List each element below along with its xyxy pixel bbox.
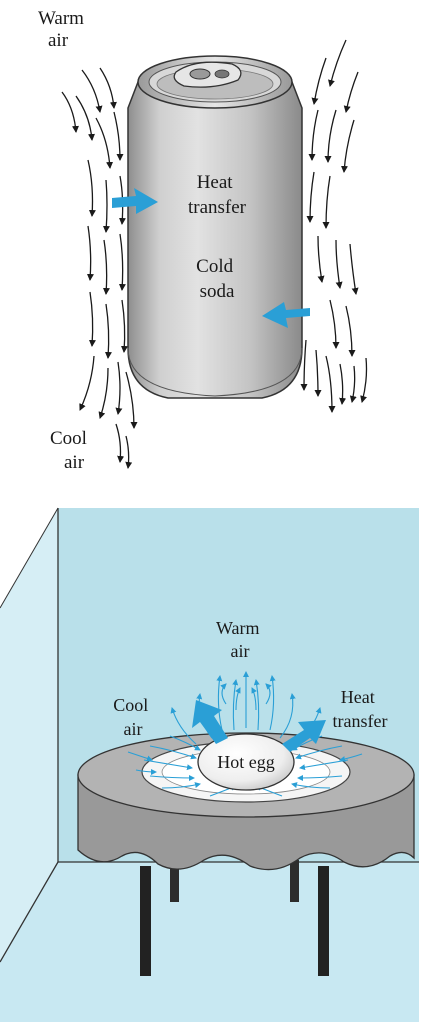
egg-heat-transfer-label: Heat transfer (333, 687, 388, 731)
cool-air-label: Cool air (50, 428, 92, 473)
hot-egg (197, 733, 295, 791)
room-side-wall (0, 508, 58, 962)
room-floor (0, 862, 419, 1022)
hot-egg-label: Hot egg (217, 752, 275, 772)
heat-transfer-arrow-out-left (192, 700, 228, 744)
heat-transfer-arrow-out-right (282, 720, 326, 752)
convection-air-arrows (127, 671, 363, 797)
heat-transfer-arrow-in-left (112, 188, 158, 214)
left-air-flow-arrows (61, 67, 138, 469)
egg-warm-air-label: Warm air (216, 618, 264, 661)
soda-can (127, 55, 303, 399)
soda-can-figure: Warm air Heat transfer Cold soda Cool ai… (38, 8, 368, 473)
hot-egg-figure: Warm air Cool air Heat transfer Hot egg (0, 507, 419, 1022)
egg-cool-air-label: Cool air (113, 695, 153, 739)
table-legs (140, 860, 329, 976)
cold-soda-label: Cold soda (196, 256, 238, 302)
heat-transfer-arrow-in-right (262, 302, 310, 328)
warm-air-label: Warm air (38, 8, 89, 51)
right-air-flow-arrows (300, 39, 368, 413)
heat-transfer-label: Heat transfer (188, 172, 247, 218)
pull-tab (173, 61, 242, 88)
